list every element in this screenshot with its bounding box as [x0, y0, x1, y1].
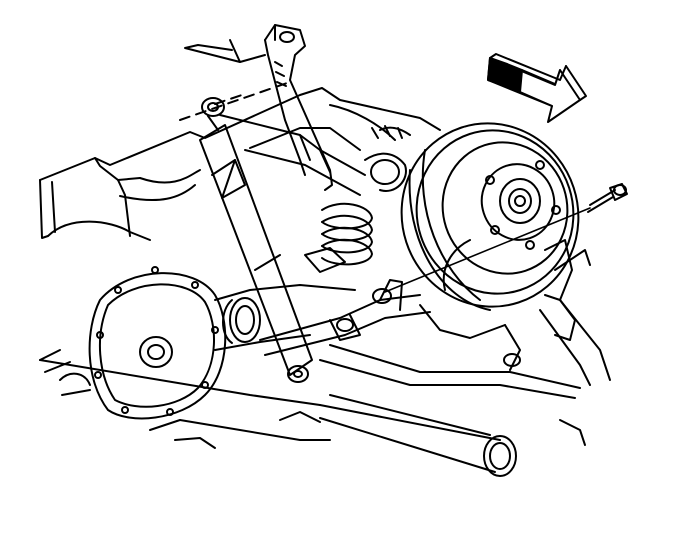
- front-differential: [60, 267, 225, 418]
- wheel-hub: [472, 155, 564, 250]
- axle-shaft: [215, 285, 355, 350]
- front-direction-arrow-icon: [488, 54, 586, 122]
- stabilizer-bar: [40, 300, 610, 476]
- bolt-guide-line: [385, 208, 590, 292]
- frame-rail: [40, 88, 440, 240]
- bolt-hole: [373, 289, 391, 303]
- upper-control-arm: [220, 115, 406, 195]
- mounting-bolt: [588, 184, 627, 212]
- wheel-stud: [486, 161, 560, 249]
- alignment-line-upper: [180, 82, 290, 120]
- shock-absorber: [200, 98, 312, 382]
- brake-rotor: [378, 100, 602, 329]
- coil-spring: [305, 204, 372, 272]
